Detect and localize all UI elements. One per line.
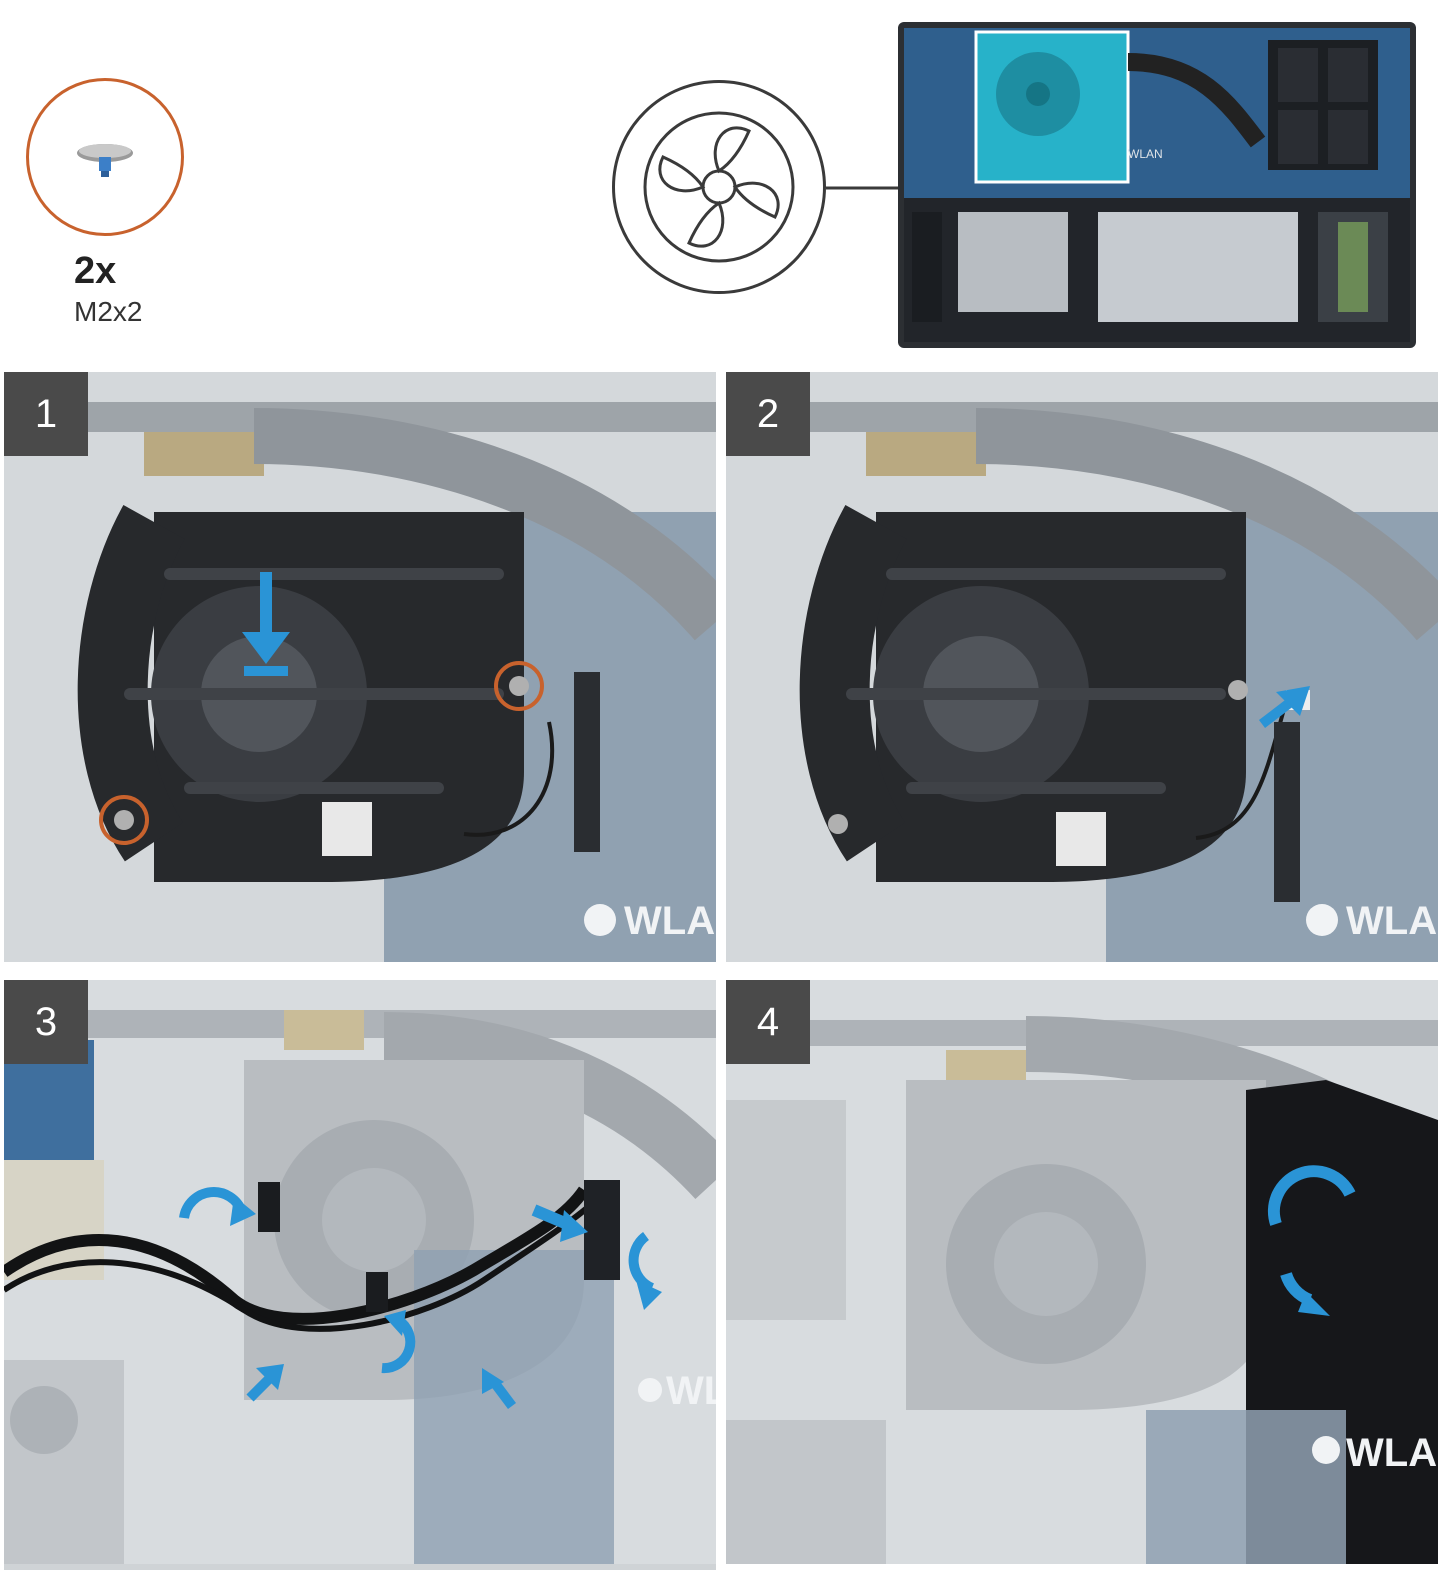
screw-legend-circle [26, 78, 184, 236]
step-1-panel: WLA 1 [4, 372, 716, 962]
press-arrow-icon [560, 1210, 588, 1242]
rotate-arrow-icon [636, 1280, 662, 1310]
step-number-badge: 1 [4, 372, 88, 456]
board-label: WLA [1346, 899, 1437, 943]
step-number-badge: 3 [4, 980, 88, 1064]
screw-size: M2x2 [74, 296, 143, 327]
step-number-badge: 2 [726, 372, 810, 456]
board-label: WL [666, 1369, 716, 1413]
step-4-panel: WLA 4 [726, 980, 1438, 1564]
board-label: WLA [1346, 1431, 1437, 1475]
rotate-arrow-icon [384, 1310, 406, 1336]
laptop-overview-image: WLAN [898, 22, 1416, 348]
fan-icon [643, 111, 795, 263]
board-label: WLA [624, 899, 715, 943]
fold-arrow-icon [1298, 1292, 1330, 1316]
down-arrow-icon [242, 632, 290, 664]
overview-wlan-label: WLAN [1128, 147, 1163, 161]
screw-icon [77, 144, 133, 177]
step-2-panel: WLA 2 [726, 372, 1438, 962]
fan-callout-circle [612, 80, 826, 294]
rotate-arrow-icon [230, 1196, 256, 1226]
connect-arrow-icon [1276, 686, 1310, 716]
step-3-panel: WL 3 [4, 980, 716, 1570]
press-arrow-icon [482, 1368, 504, 1394]
step-number-badge: 4 [726, 980, 810, 1064]
press-arrow-icon [256, 1364, 284, 1390]
screw-quantity: 2x [74, 250, 117, 292]
